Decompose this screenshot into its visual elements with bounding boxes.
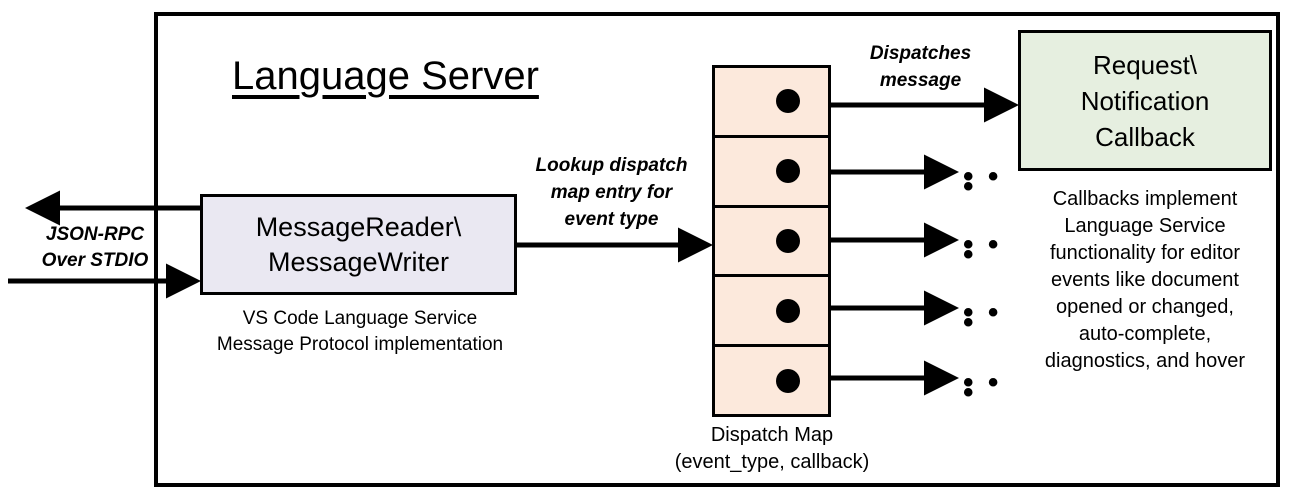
lookup-label-line2: map entry for (550, 182, 673, 203)
dispatch-entry-dot-icon (776, 159, 800, 184)
jsonrpc-transport-label: JSON-RPC Over STDIO (20, 222, 170, 274)
callback-caption-line6: auto-complete, (1078, 323, 1212, 345)
callback-caption-line1: Callbacks implement (1052, 188, 1238, 210)
lookup-label-line1: Lookup dispatch (535, 155, 688, 176)
message-io-title-line2: MessageWriter (267, 246, 450, 277)
callback-title-line3: Callback (1095, 121, 1195, 152)
lookup-dispatch-label: Lookup dispatch map entry for event type (519, 152, 704, 233)
dispatches-label-line1: Dispatches (869, 43, 972, 64)
callback-caption-line3: functionality for editor (1049, 242, 1241, 264)
dispatch-row-2[interactable] (715, 138, 828, 208)
ellipsis-row-5: • • • (963, 366, 1002, 409)
dispatches-message-label: Dispatches message (838, 40, 1003, 94)
dispatch-map-caption: Dispatch Map (event_type, callback) (622, 422, 922, 476)
diagram-title: Language Server (232, 54, 539, 98)
ellipsis-row-4: • • • (963, 296, 1002, 339)
request-notification-callback-box[interactable]: Request\ Notification Callback (1018, 30, 1272, 171)
map-caption-line1: Dispatch Map (710, 424, 834, 446)
jsonrpc-label-line1: JSON-RPC (45, 224, 145, 245)
callback-caption-line2: Language Service (1064, 215, 1226, 237)
dispatch-row-3[interactable] (715, 208, 828, 278)
jsonrpc-label-line2: Over STDIO (41, 250, 149, 271)
callback-description: Callbacks implement Language Service fun… (1010, 186, 1280, 375)
dispatch-entry-dot-icon (776, 89, 800, 114)
callback-title-line1: Request\ (1092, 49, 1198, 80)
dispatch-entry-dot-icon (776, 368, 800, 393)
dispatch-entry-dot-icon (776, 298, 800, 323)
dispatch-row-4[interactable] (715, 277, 828, 348)
message-reader-writer-box[interactable]: MessageReader\ MessageWriter (200, 194, 517, 295)
callback-caption-line7: diagnostics, and hover (1044, 350, 1246, 372)
ellipsis-row-3: • • • (963, 228, 1002, 271)
lookup-label-line3: event type (564, 209, 659, 230)
message-io-title-line1: MessageReader\ (255, 211, 462, 242)
message-reader-writer-caption: VS Code Language Service Message Protoco… (180, 306, 540, 358)
message-io-caption-line2: Message Protocol implementation (216, 334, 504, 355)
dispatch-row-5[interactable] (715, 347, 828, 414)
message-io-caption-line1: VS Code Language Service (242, 308, 478, 329)
dispatch-entry-dot-icon (776, 228, 800, 253)
dispatch-map-table[interactable] (712, 65, 831, 417)
map-caption-line2: (event_type, callback) (674, 451, 870, 473)
callback-title-line2: Notification (1080, 85, 1210, 116)
dispatches-label-line2: message (879, 70, 962, 91)
callback-caption-line4: events like document (1051, 269, 1239, 291)
language-server-boundary (154, 12, 1280, 487)
callback-caption-line5: opened or changed, (1056, 296, 1234, 318)
ellipsis-row-2: • • • (963, 160, 1002, 203)
dispatch-row-1[interactable] (715, 68, 828, 138)
